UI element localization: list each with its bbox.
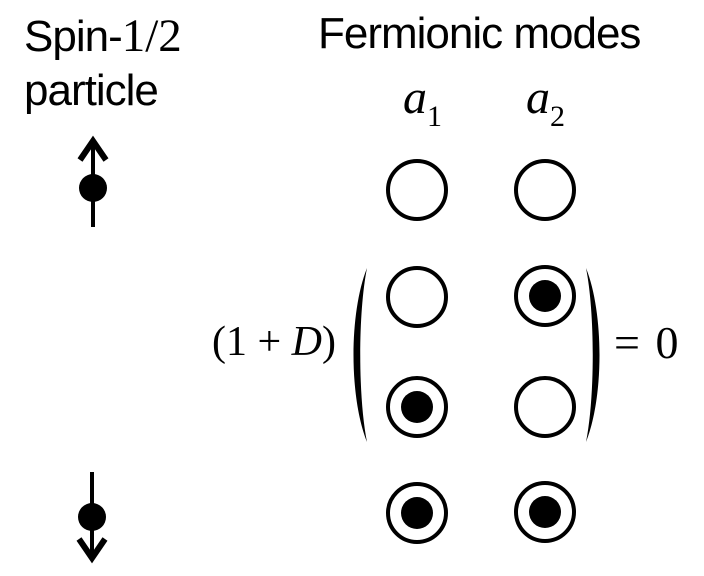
equation-prefix: (1 + [211, 319, 292, 365]
spin-heading-fraction: 1/2 [121, 10, 182, 62]
mode-circle-a2-spin-up [514, 159, 576, 221]
equation-lhs: (1 + D) [180, 321, 336, 363]
spin-up-arrow-icon [77, 135, 109, 227]
equation-variable: D [291, 319, 322, 365]
equation-rhs: = 0 [614, 317, 681, 368]
mode-circle-a1-superposition-2 [386, 376, 448, 438]
mode-label-a1-sub: 1 [427, 100, 442, 133]
mode-label-a1: a1 [403, 74, 442, 132]
mode-circle-a2-superposition-2 [514, 376, 576, 438]
mode-label-a2-sub: 2 [550, 100, 565, 133]
mode-label-a1-base: a [403, 71, 427, 124]
mode-label-a2-base: a [526, 71, 550, 124]
mode-circle-a1-superposition-1 [386, 266, 448, 328]
spin-panel-heading-line1: Spin-1/2 [24, 10, 182, 62]
mode-circle-a2-spin-down [514, 481, 576, 543]
spin-down-arrow-icon [76, 472, 108, 564]
right-parenthesis [586, 268, 600, 442]
spin-heading-text: Spin- [24, 12, 123, 61]
spin-panel-heading-line2: particle [24, 66, 159, 115]
mode-label-a2: a2 [526, 74, 565, 132]
left-parenthesis [353, 268, 367, 442]
mode-circle-a1-spin-up [386, 159, 448, 221]
mode-circle-a1-spin-down [386, 482, 448, 544]
modes-panel-heading: Fermionic modes [318, 9, 641, 58]
equation-suffix: ) [322, 319, 336, 365]
mode-circle-a2-superposition-1 [514, 265, 576, 327]
